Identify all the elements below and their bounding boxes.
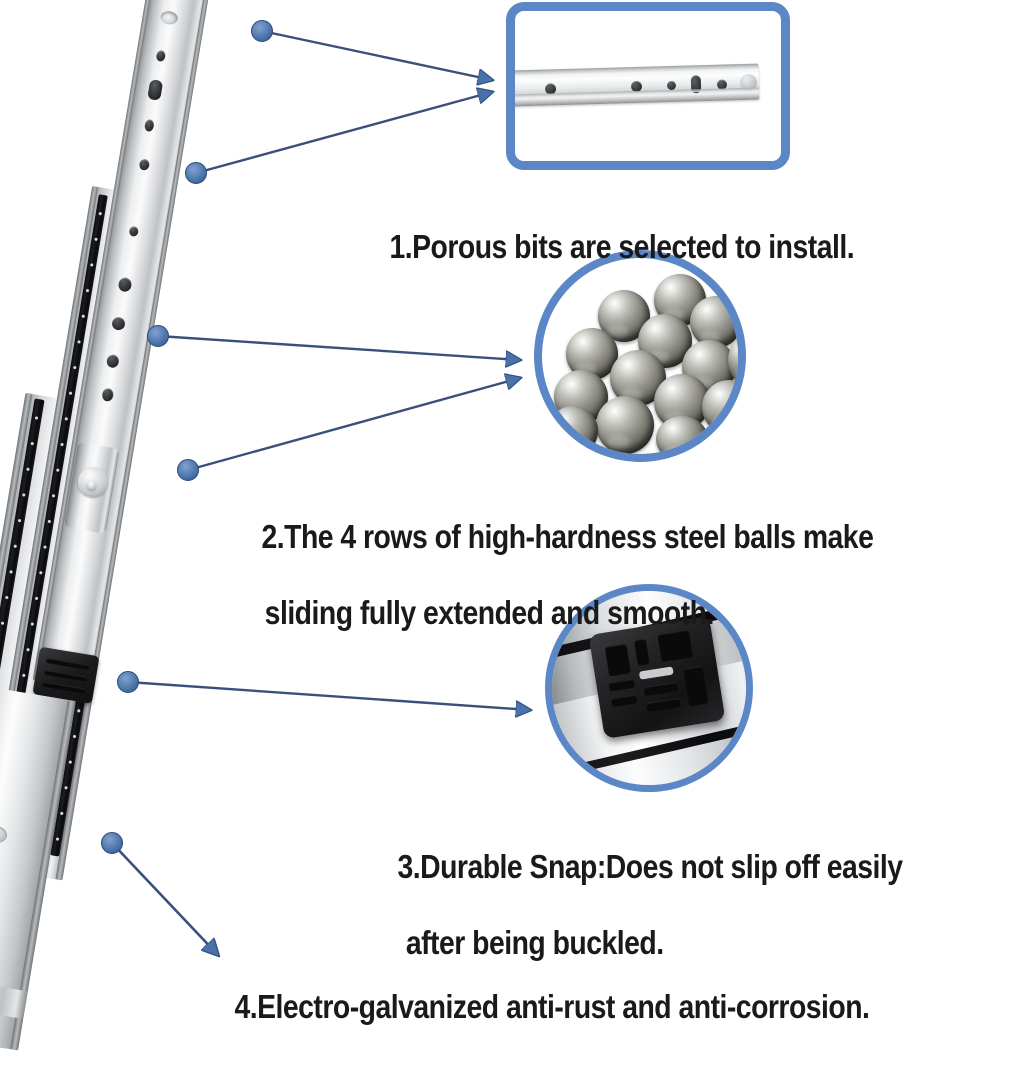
marker-dot-6[interactable]	[101, 832, 123, 854]
caption-3-line-1: 3.Durable Snap:Does not slip off easily	[397, 848, 903, 885]
rail-hole	[630, 80, 643, 93]
marker-dot-2[interactable]	[185, 162, 207, 184]
marker-dot-5[interactable]	[117, 671, 139, 693]
marker-dot-4[interactable]	[177, 459, 199, 481]
caption-3-line-2: after being buckled.	[405, 924, 664, 961]
caption-4: 4.Electro-galvanized anti-rust and anti-…	[205, 950, 869, 1064]
steel-ball	[728, 334, 738, 386]
marker-dot-3[interactable]	[147, 325, 169, 347]
callout-3-snap-latch	[545, 584, 753, 792]
steel-ball	[596, 396, 654, 454]
caption-2-line-1: 2.The 4 rows of high-hardness steel ball…	[261, 518, 874, 555]
slide-inner-rail	[34, 0, 207, 690]
steel-ball	[706, 418, 738, 454]
caption-4-line-1: 4.Electro-galvanized anti-rust and anti-…	[234, 988, 870, 1025]
rail-closeup-photo	[515, 63, 760, 107]
infographic-canvas: 1.Porous bits are selected to install. 2…	[0, 0, 1024, 1008]
steel-ball	[690, 296, 738, 348]
caption-2-line-2: sliding fully extended and smooth.	[264, 594, 715, 631]
marker-dot-1[interactable]	[251, 20, 273, 42]
caption-1-line-1: 1.Porous bits are selected to install.	[389, 228, 855, 265]
callout-2-steel-balls	[534, 250, 746, 462]
caption-2: 2.The 4 rows of high-hardness steel ball…	[232, 480, 873, 708]
rail-hole	[666, 80, 677, 91]
rail-hole	[716, 79, 728, 90]
rail-slot	[690, 75, 702, 94]
steel-ball	[548, 406, 598, 454]
caption-3: 3.Durable Snap:Does not slip off easily …	[368, 810, 903, 1038]
callout-1-rail-closeup	[506, 2, 790, 170]
caption-1: 1.Porous bits are selected to install.	[360, 190, 854, 304]
rail-hole-large	[739, 73, 758, 92]
steel-ball	[656, 416, 708, 454]
rail-hole	[544, 83, 557, 95]
